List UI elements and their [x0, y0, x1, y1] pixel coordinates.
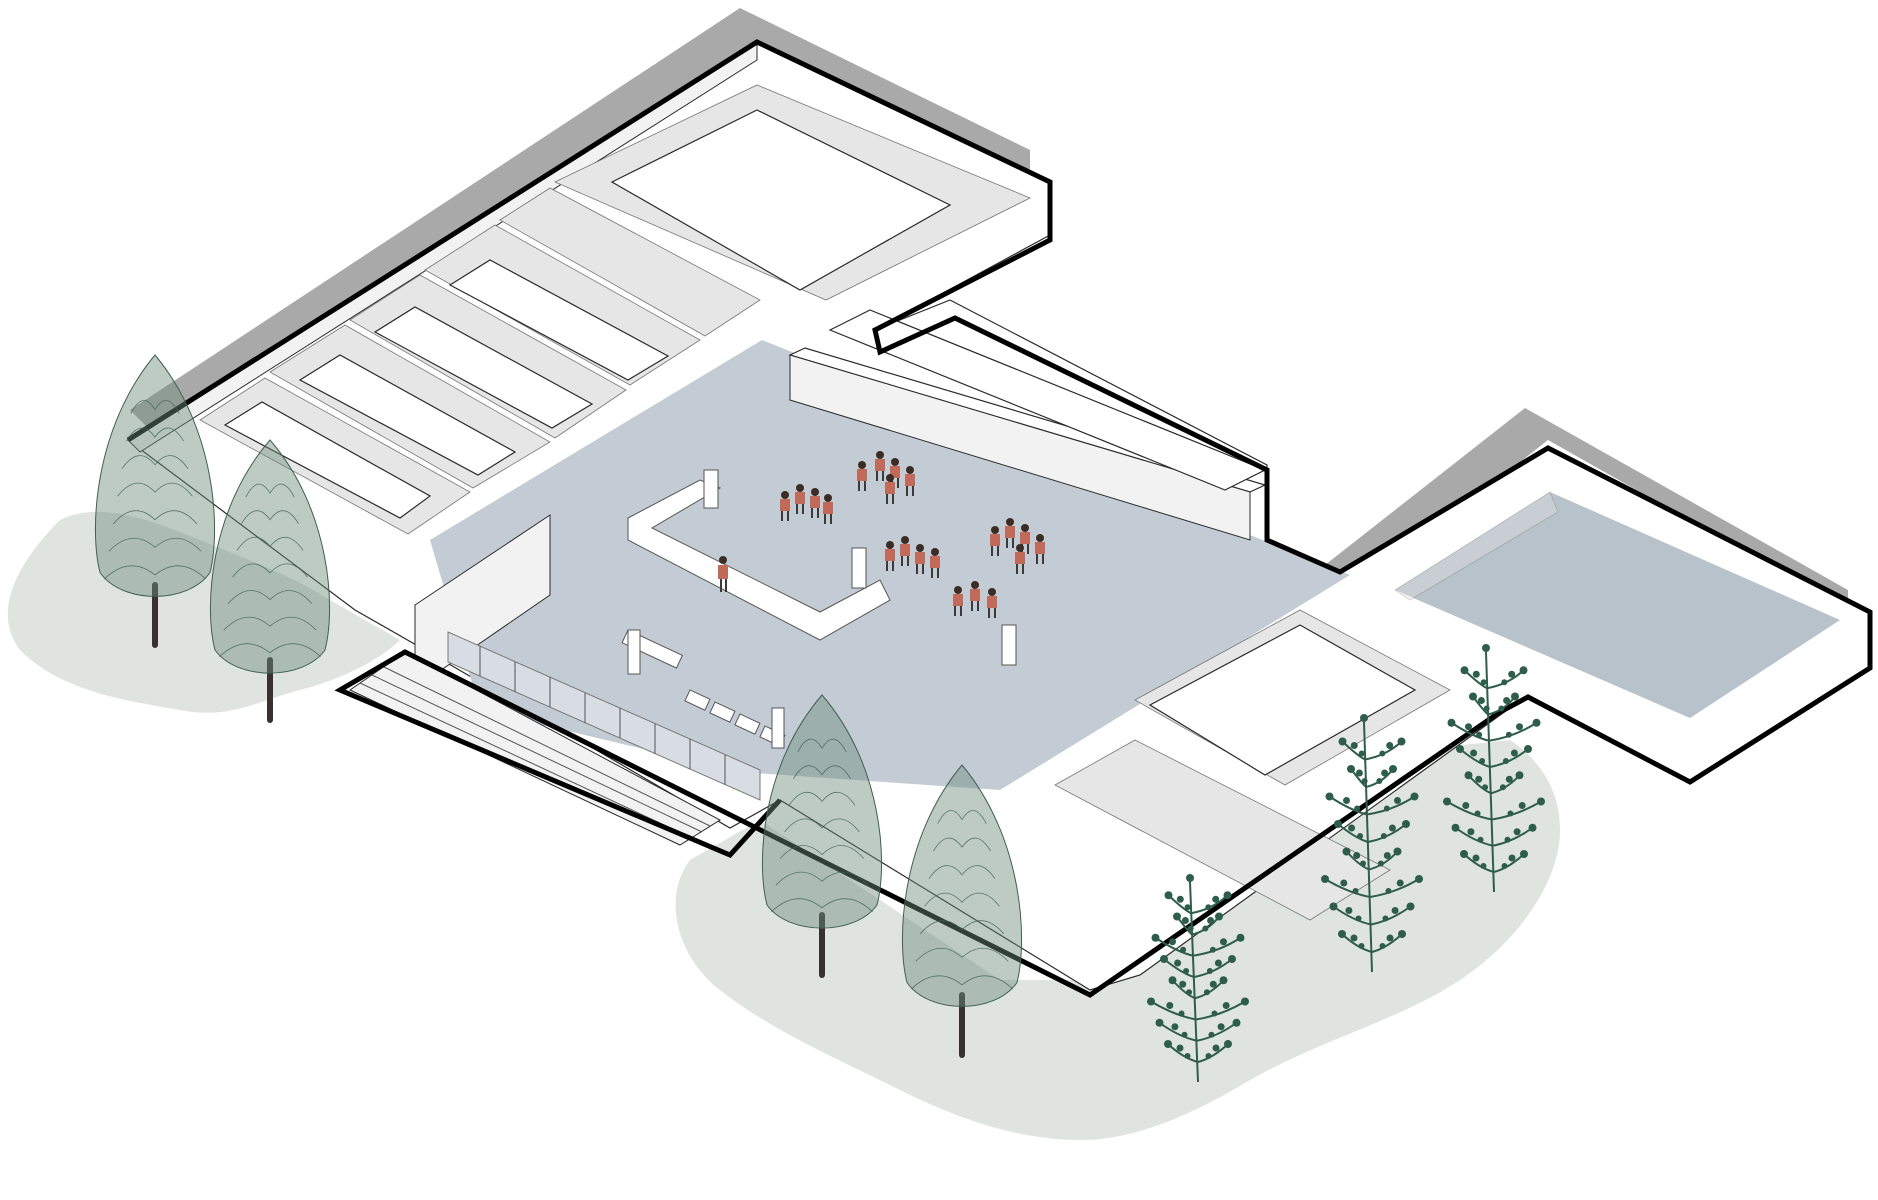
berry-trees [1147, 644, 1545, 1083]
building [126, 39, 1873, 998]
north-wing-rooms [199, 187, 761, 535]
column-2 [771, 707, 785, 749]
room-southeast-2-inner [1148, 624, 1417, 776]
cypress-tree-icon [901, 764, 1023, 1058]
person-icon [953, 586, 963, 616]
person-icon [795, 484, 805, 514]
person-icon [1005, 518, 1015, 548]
person-icon [823, 494, 833, 524]
stool-2 [709, 701, 736, 723]
person-icon [1020, 524, 1030, 554]
pool [1395, 492, 1840, 718]
ground-patch-left [7, 511, 400, 713]
person-icon [780, 491, 790, 521]
people-group [990, 518, 1045, 574]
courtyard-furniture [621, 469, 1017, 749]
berry-tree-icon [1147, 874, 1249, 1083]
room-3-inner [373, 306, 594, 429]
people-group [885, 536, 940, 578]
berry-tree-icon [1443, 644, 1545, 893]
room-southeast-1 [1054, 739, 1391, 921]
room-northeast-inner [610, 109, 952, 291]
person-icon [810, 488, 820, 518]
central-courtyard [430, 340, 1350, 790]
person-icon [970, 581, 980, 611]
person-icon [900, 536, 910, 566]
cypress-trees [94, 354, 1023, 1058]
room-4-inner [448, 259, 670, 381]
person-icon [718, 556, 728, 592]
people-group [780, 484, 833, 524]
person-icon [1035, 534, 1045, 564]
glazing [447, 631, 761, 801]
glass-facade [447, 631, 761, 801]
column-1 [627, 629, 641, 675]
post-3 [1001, 624, 1017, 666]
north-partition-face [789, 354, 1251, 541]
stool-3 [734, 713, 761, 735]
cypress-tree-icon [94, 354, 216, 648]
berry-tree-icon [1321, 714, 1423, 973]
post-2 [851, 547, 867, 589]
person-icon [857, 461, 867, 491]
room-1-inner [223, 401, 432, 519]
cypress-tree-icon [761, 694, 883, 978]
shadow-east-block [1325, 408, 1848, 610]
person-icon [905, 466, 915, 496]
person-icon [990, 526, 1000, 556]
person-icon [930, 548, 940, 578]
ground-patches [7, 511, 1560, 1140]
people-group [953, 581, 997, 618]
post-1 [703, 469, 719, 509]
person-icon [915, 544, 925, 574]
room-5 [499, 187, 761, 337]
people-group [857, 451, 915, 504]
stool-1 [684, 689, 711, 711]
person-icon [875, 451, 885, 481]
person-icon [1015, 544, 1025, 574]
pool-deck-edge [1394, 491, 1559, 601]
room-2-inner [298, 354, 517, 476]
people [718, 451, 1045, 618]
person-icon [885, 541, 895, 571]
ground-patch-bottom [675, 740, 1560, 1140]
cypress-tree-icon [209, 439, 331, 723]
building-outline [126, 39, 1873, 998]
person-icon [885, 474, 895, 504]
person-icon [987, 588, 997, 618]
